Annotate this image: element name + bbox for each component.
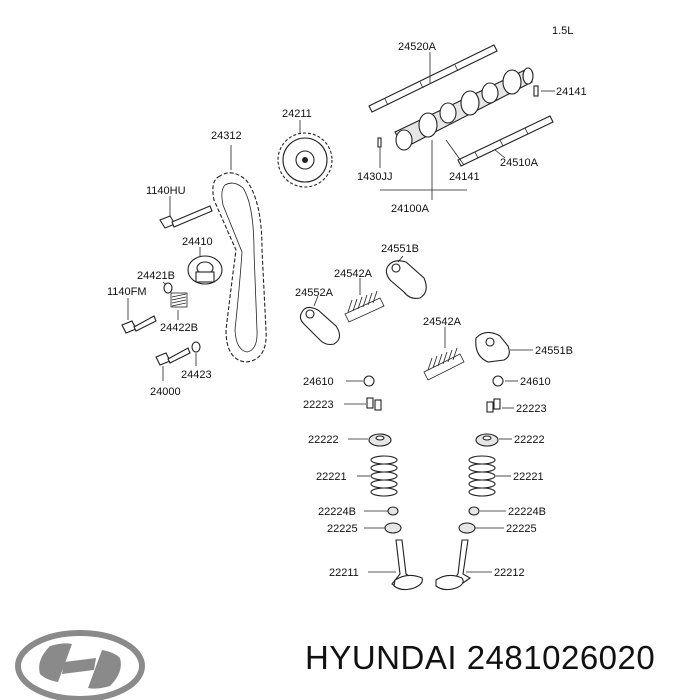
- rocker-shaft-upper: [368, 44, 498, 113]
- adjust-nut-right: [492, 375, 504, 387]
- label-24542A-b: 24542A: [423, 316, 462, 328]
- spring-24422B: [170, 292, 188, 308]
- rocker-arm-upper: [385, 260, 427, 299]
- stem-seal-right: [468, 506, 480, 516]
- label-24141-a: 24141: [556, 86, 587, 98]
- pin-1430JJ: [377, 137, 382, 148]
- label-1140FM: 1140FM: [107, 286, 147, 298]
- label-22222-b: 22222: [514, 434, 545, 446]
- valve-spring-left: [370, 455, 398, 497]
- valve-cotter-left: [366, 397, 382, 411]
- brand-part-caption: HYUNDAI 2481026020: [305, 639, 655, 677]
- label-24100A: 24100A: [391, 203, 430, 215]
- rocker-arm-24552A: [299, 306, 341, 346]
- spring-seat-left: [384, 522, 402, 534]
- belt-tensioner: [187, 255, 223, 285]
- label-24551B-a: 24551B: [381, 243, 419, 255]
- label-1430JJ: 1430JJ: [357, 171, 392, 183]
- part-number: 2481026020: [466, 639, 656, 676]
- camshaft: [394, 67, 534, 151]
- label-24610-a: 24610: [303, 376, 334, 388]
- intake-valve: [391, 539, 423, 591]
- engine-label: 1.5L: [552, 25, 573, 37]
- spring-retainer-right: [475, 433, 499, 447]
- label-22224B-a: 22224B: [318, 506, 356, 518]
- valve-spring-right: [468, 455, 496, 497]
- label-22225-a: 22225: [327, 523, 358, 535]
- label-22223-a: 22223: [303, 399, 334, 411]
- washer-24421B: [163, 282, 173, 294]
- label-22211: 22211: [329, 567, 359, 579]
- label-24610-b: 24610: [520, 376, 551, 388]
- label-24211: 24211: [282, 108, 312, 120]
- label-24141-b: 24141: [449, 171, 480, 183]
- rocker-arm-lower: [475, 331, 510, 363]
- washer-24423: [191, 341, 201, 353]
- label-22222-a: 22222: [308, 434, 339, 446]
- label-24423: 24423: [181, 369, 212, 381]
- label-24312: 24312: [211, 130, 242, 142]
- bolt-24000: [155, 347, 191, 366]
- label-24421B: 24421B: [137, 270, 175, 282]
- label-24000: 24000: [150, 386, 181, 398]
- label-24520A: 24520A: [398, 41, 437, 53]
- exhaust-valve: [435, 539, 472, 591]
- label-22212: 22212: [494, 567, 525, 579]
- hyundai-logo-icon: [15, 630, 145, 700]
- rocker-spring-lower: [423, 347, 465, 381]
- label-24410: 24410: [182, 236, 213, 248]
- label-24551B-b: 24551B: [535, 345, 573, 357]
- label-24510A: 24510A: [500, 157, 539, 169]
- label-24422B: 24422B: [160, 322, 198, 334]
- label-22221-a: 22221: [316, 471, 347, 483]
- stem-seal-left: [387, 506, 399, 516]
- label-1140HU: 1140HU: [146, 185, 186, 197]
- cam-sprocket: [277, 132, 333, 188]
- valve-cotter-right: [486, 398, 501, 413]
- spring-retainer-left: [368, 433, 392, 447]
- rocker-spring-upper: [344, 290, 385, 323]
- label-22223-b: 22223: [516, 403, 547, 415]
- adjust-nut-left: [363, 375, 375, 387]
- bolt-1140FM: [121, 315, 157, 334]
- rocker-shaft-lower: [457, 115, 554, 167]
- label-22221-b: 22221: [513, 471, 544, 483]
- bolt-1140HU: [159, 205, 213, 229]
- label-24542A-a: 24542A: [334, 268, 373, 280]
- label-24552A: 24552A: [295, 287, 334, 299]
- label-22224B-b: 22224B: [508, 506, 546, 518]
- dowel-pin-upper: [533, 85, 539, 97]
- brand-name: HYUNDAI: [305, 639, 458, 676]
- spring-seat-right: [458, 522, 476, 534]
- timing-belt: [212, 172, 267, 363]
- label-22225-b: 22225: [506, 523, 537, 535]
